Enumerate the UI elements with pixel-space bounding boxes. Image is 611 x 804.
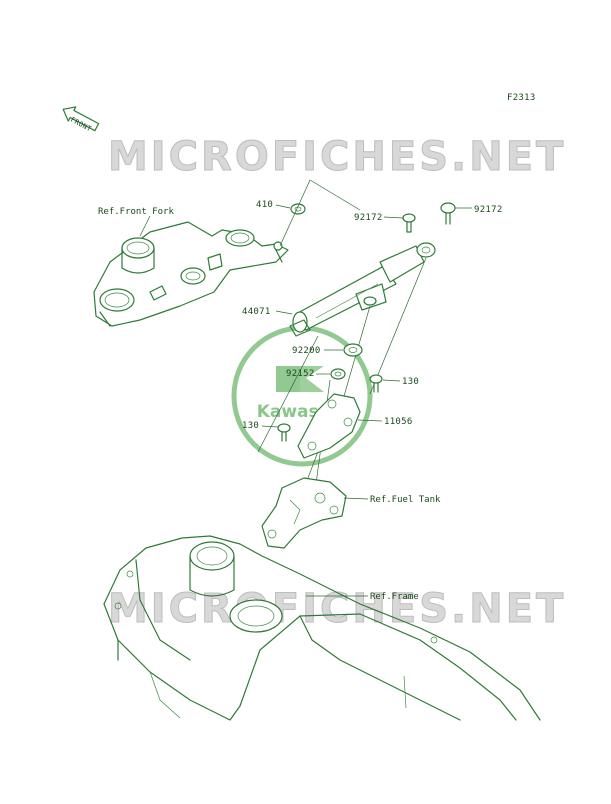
label-11056: 11056 [384,417,413,427]
motorcycle-frame [103,535,541,721]
washer-410 [290,203,306,215]
label-130-left: 130 [242,421,259,431]
steering-damper-44071 [289,242,436,337]
bolt-130-left [277,423,291,442]
leader-v-top [279,179,361,247]
page-code: F2313 [507,93,536,103]
bolt-92172-left [402,213,416,233]
collar-92152 [330,368,346,380]
bolt-130-right [369,374,383,393]
ref-frame: Ref.Frame [370,592,419,602]
ref-fuel-tank: Ref.Fuel Tank [370,495,441,505]
leader-assembly-lines [257,257,427,521]
label-92200: 92200 [292,346,321,356]
label-92172-left: 92172 [354,213,383,223]
label-92172-right: 92172 [474,205,503,215]
bolt-92172-right [440,202,456,225]
label-44071: 44071 [242,307,271,317]
front-arrow-icon [62,106,100,132]
label-92152: 92152 [286,369,315,379]
fuel-tank-bracket [261,477,347,549]
bracket-11056 [297,393,361,459]
watermark-bottom: MICROFICHES.NET [108,586,566,632]
leader-front-fork [139,215,151,237]
collar-92200 [343,343,363,357]
watermark-top: MICROFICHES.NET [108,134,566,180]
label-130-right: 130 [402,377,419,387]
ref-front-fork: Ref.Front Fork [98,207,174,217]
label-410: 410 [256,200,273,210]
front-fork-clamp [93,221,289,327]
